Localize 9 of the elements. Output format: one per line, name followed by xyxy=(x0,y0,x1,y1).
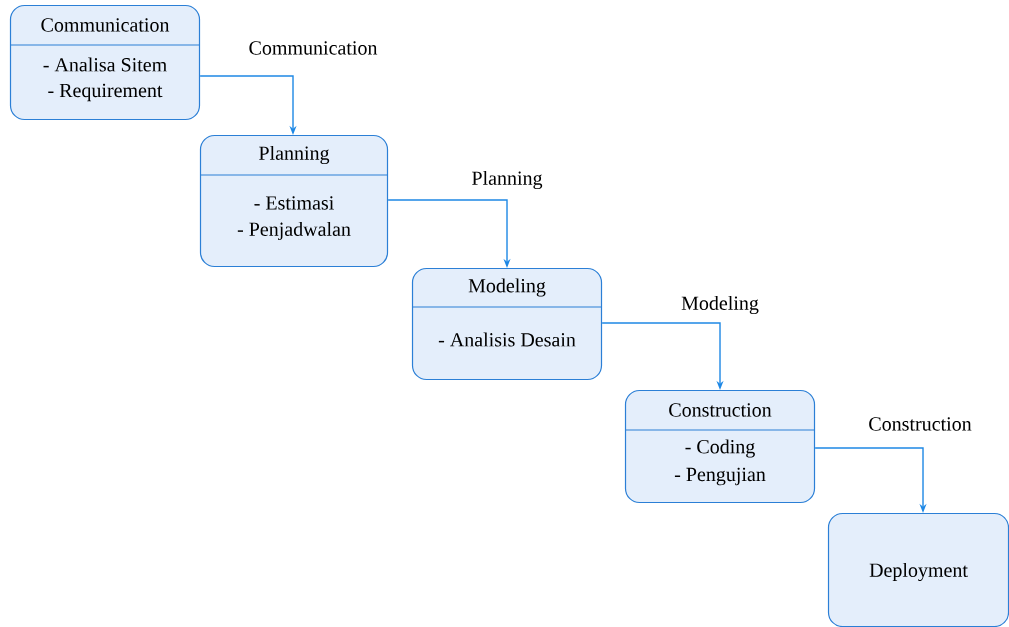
process-box: Planning - Estimasi - Penjadwalan xyxy=(199,134,389,268)
edge-label: Modeling xyxy=(681,295,759,315)
edge-label: Communication xyxy=(249,41,378,55)
process-box: Deployment xyxy=(827,512,1009,627)
process-box: Modeling - Analisis Desain xyxy=(411,267,603,381)
edge-label: Planning xyxy=(472,170,543,190)
process-box: Communication - Analisa Sitem - Requirement xyxy=(9,4,201,121)
process-box: Construction - Coding - Pengujian xyxy=(624,389,816,504)
edge-label: Construction xyxy=(869,417,972,431)
